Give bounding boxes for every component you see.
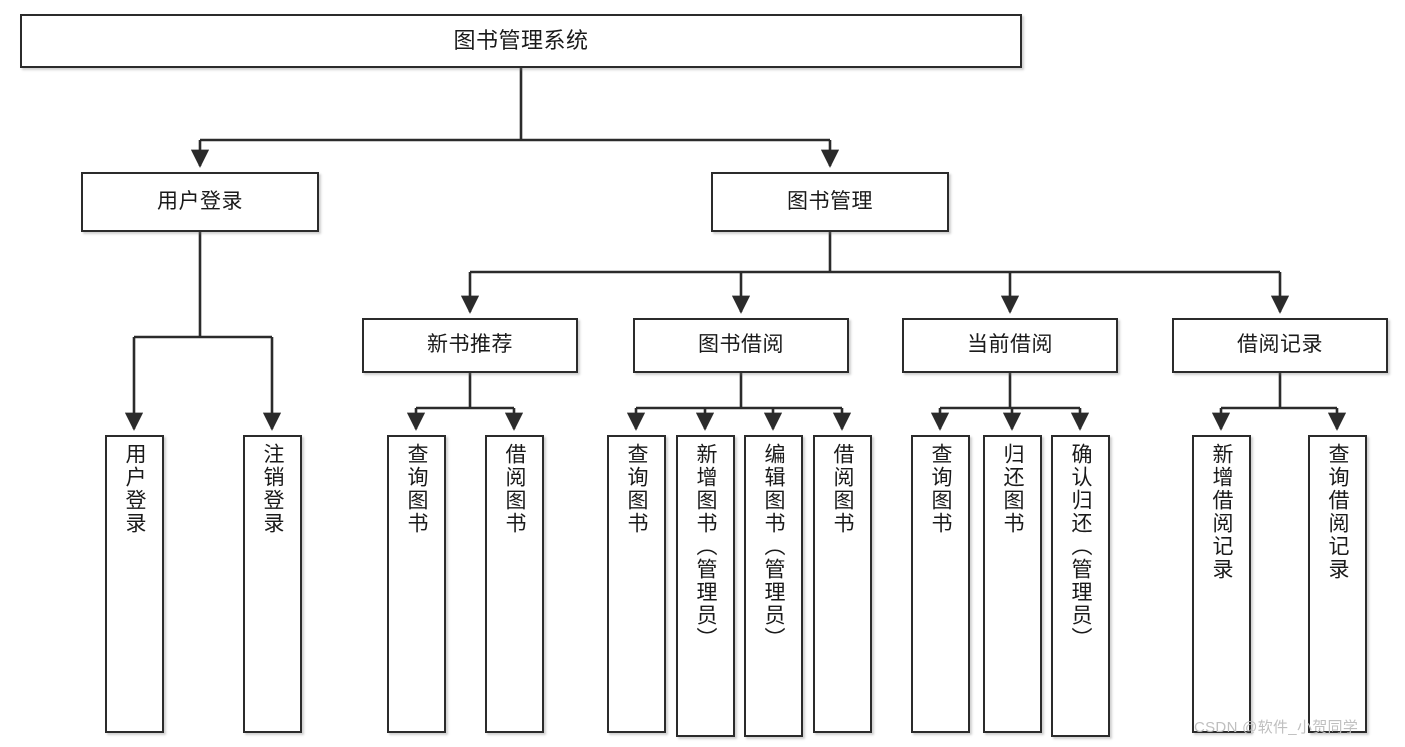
node-leaf-borrow-book-1[interactable]: 借阅图书 (485, 435, 544, 733)
node-leaf-user-login[interactable]: 用户登录 (105, 435, 164, 733)
node-leaf-query-book-2-label: 查询图书 (625, 443, 648, 535)
node-leaf-return-book[interactable]: 归还图书 (983, 435, 1042, 733)
node-leaf-edit-book[interactable]: 编辑图书（管理员） (744, 435, 803, 737)
node-leaf-query-record[interactable]: 查询借阅记录 (1308, 435, 1367, 733)
node-leaf-borrow-book-1-label: 借阅图书 (503, 443, 526, 535)
node-leaf-add-book-label: 新增图书（管理员） (694, 443, 717, 650)
node-leaf-return-book-label: 归还图书 (1001, 443, 1024, 535)
node-leaf-query-book-2[interactable]: 查询图书 (607, 435, 666, 733)
node-leaf-confirm-return-label: 确认归还（管理员） (1069, 443, 1092, 650)
node-borrow-record-label: 借阅记录 (1237, 333, 1323, 357)
node-user-login[interactable]: 用户登录 (81, 172, 319, 232)
node-leaf-borrow-book-2[interactable]: 借阅图书 (813, 435, 872, 733)
node-leaf-user-login-label: 用户登录 (123, 443, 146, 535)
node-leaf-logout[interactable]: 注销登录 (243, 435, 302, 733)
csdn-watermark: CSDN @软件_小贺同学 (1194, 719, 1359, 736)
node-leaf-query-book-3[interactable]: 查询图书 (911, 435, 970, 733)
node-root-label: 图书管理系统 (453, 28, 589, 54)
node-leaf-query-record-label: 查询借阅记录 (1326, 443, 1349, 581)
node-book-manage[interactable]: 图书管理 (711, 172, 949, 232)
node-leaf-confirm-return[interactable]: 确认归还（管理员） (1051, 435, 1110, 737)
node-leaf-query-book-1-label: 查询图书 (405, 443, 428, 535)
node-leaf-query-book-3-label: 查询图书 (929, 443, 952, 535)
node-leaf-add-record[interactable]: 新增借阅记录 (1192, 435, 1251, 733)
node-new-book-rec[interactable]: 新书推荐 (362, 318, 578, 373)
node-book-manage-label: 图书管理 (787, 189, 873, 213)
node-leaf-add-book[interactable]: 新增图书（管理员） (676, 435, 735, 737)
node-root[interactable]: 图书管理系统 (20, 14, 1022, 68)
node-leaf-logout-label: 注销登录 (261, 443, 284, 535)
node-leaf-add-record-label: 新增借阅记录 (1210, 443, 1233, 581)
node-current-borrow[interactable]: 当前借阅 (902, 318, 1118, 373)
node-leaf-edit-book-label: 编辑图书（管理员） (762, 443, 785, 650)
node-book-borrow-label: 图书借阅 (698, 333, 784, 357)
node-leaf-borrow-book-2-label: 借阅图书 (831, 443, 854, 535)
node-leaf-query-book-1[interactable]: 查询图书 (387, 435, 446, 733)
node-book-borrow[interactable]: 图书借阅 (633, 318, 849, 373)
node-user-login-label: 用户登录 (157, 189, 243, 213)
node-borrow-record[interactable]: 借阅记录 (1172, 318, 1388, 373)
node-current-borrow-label: 当前借阅 (967, 333, 1053, 357)
node-new-book-rec-label: 新书推荐 (427, 333, 513, 357)
